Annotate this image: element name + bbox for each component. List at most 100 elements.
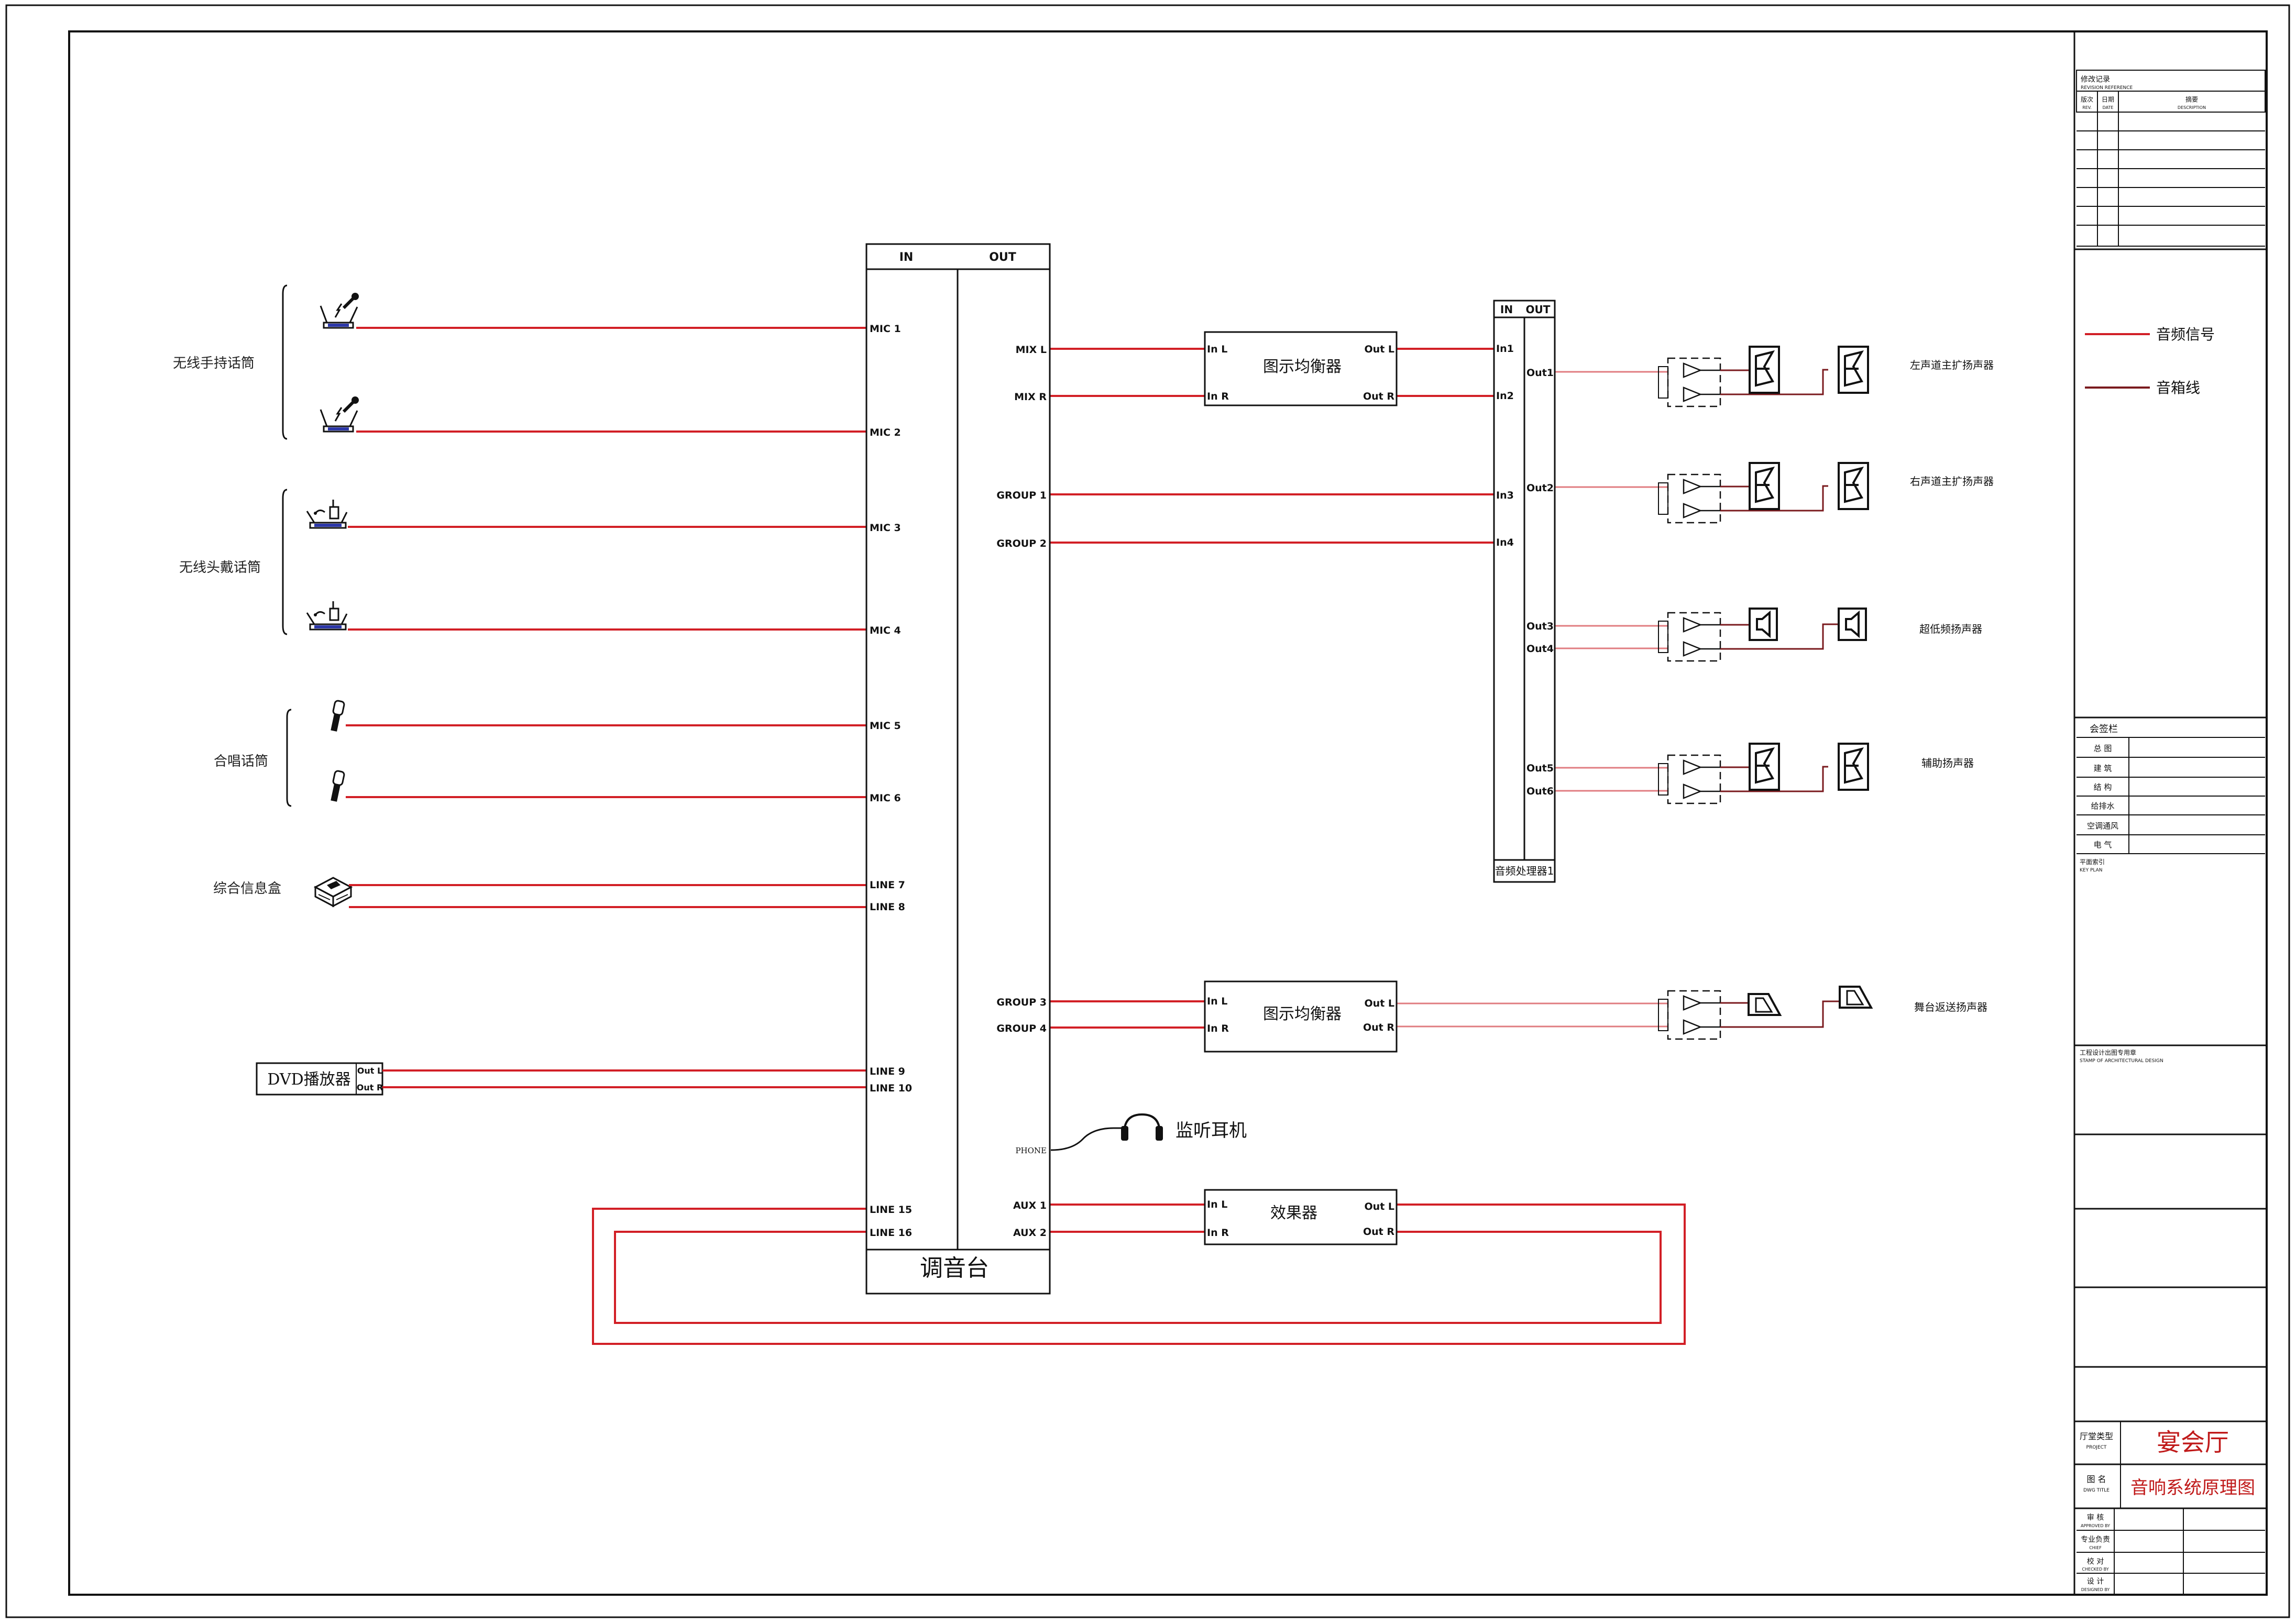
eq-1-out-l: Out L	[1365, 344, 1394, 355]
eq-2-title: 图示均衡器	[1263, 1005, 1342, 1023]
legend-signal-label: 音频信号	[2156, 326, 2215, 343]
label-wireless-headset: 无线头戴话筒	[179, 560, 261, 576]
eq-1-in-r: In R	[1207, 391, 1229, 402]
processor-output-label: Out6	[1526, 786, 1554, 797]
fx-in-r: In R	[1207, 1227, 1229, 1239]
headset-mic-icon	[306, 600, 348, 631]
bracket-wireless-handheld	[282, 284, 288, 440]
date-column-en: DATE	[2103, 105, 2114, 110]
key-plan-label-en: KEY PLAN	[2080, 868, 2102, 873]
monitor-wedge-icon	[1748, 993, 1781, 1016]
dvd-out-r: Out R	[357, 1083, 383, 1092]
mixer-output-label: MIX R	[1014, 391, 1047, 403]
rev-column-en: REV.	[2082, 105, 2092, 110]
approval-row-en: APPROVED BY	[2081, 1523, 2110, 1528]
mixer-input-label: MIC 1	[870, 323, 901, 335]
monitor-wedge-icon	[1839, 986, 1872, 1009]
dvd-player-box	[256, 1062, 383, 1096]
eq-2-box	[1204, 980, 1398, 1053]
audio-processor: IN OUT 音频处理器1 In1 In2 In3 In4 Out1 Out2 …	[1493, 300, 1556, 883]
legend: 音频信号 音箱线	[2085, 326, 2215, 396]
approval-row: 校 对	[2087, 1557, 2104, 1566]
title-block-text: 修改记录 REVISION REFERENCE 版次 REV. 日期 DATE …	[2080, 75, 2255, 1592]
speaker-icon	[1749, 743, 1780, 791]
processor-output-label: Out5	[1526, 763, 1554, 774]
fx-in-l: In L	[1207, 1199, 1227, 1210]
sign-off-title: 会签栏	[2090, 724, 2118, 735]
mixer-input-label: LINE 7	[870, 879, 905, 891]
choir-mic-icon	[329, 769, 346, 803]
approval-row: 专业负责	[2081, 1536, 2110, 1544]
project-label: 厅堂类型	[2080, 1431, 2113, 1441]
mixer-output-label: AUX 1	[1013, 1200, 1047, 1211]
speaker-label-subwoofer: 超低频扬声器	[1919, 623, 1982, 635]
revision-title-en: REVISION REFERENCE	[2081, 85, 2133, 91]
mixer-output-label: MIX L	[1016, 344, 1047, 356]
approval-row-en: CHECKED BY	[2082, 1567, 2108, 1572]
mixer-output-label: AUX 2	[1013, 1227, 1047, 1239]
subwoofer-icon	[1838, 608, 1867, 641]
processor-title: 音频处理器1	[1495, 865, 1554, 877]
amplifier-icon	[1657, 612, 1721, 662]
eq-2-in-l: In L	[1207, 996, 1227, 1007]
label-infobox: 综合信息盒	[213, 881, 281, 897]
approval-row: 设 计	[2087, 1577, 2104, 1586]
processor-input-label: In2	[1496, 390, 1514, 402]
stamp-label: 工程设计出图专用章	[2080, 1048, 2136, 1056]
processor-output-label: Out4	[1526, 643, 1554, 655]
eq-1-box	[1204, 331, 1398, 406]
sign-off-row: 总 图	[2094, 744, 2112, 753]
project-name: 宴会厅	[2157, 1428, 2229, 1456]
handheld-mic-icon	[321, 396, 359, 432]
amplifier-icon	[1657, 754, 1721, 804]
sign-off-row: 建 筑	[2094, 764, 2112, 773]
mixer-input-label: LINE 16	[870, 1227, 912, 1239]
subwoofer-icon	[1749, 608, 1778, 641]
amplifier-icon	[1657, 473, 1721, 524]
sign-off-row: 电 气	[2094, 840, 2112, 849]
processor-in-header: IN	[1500, 303, 1513, 316]
fx-out-r: Out R	[1363, 1226, 1394, 1238]
speaker-label-right-main: 右声道主扩扬声器	[1910, 475, 1994, 488]
description-column: 摘要	[2185, 95, 2198, 103]
speaker-icon	[1749, 462, 1780, 510]
eq-1: 图示均衡器 In L In R Out L Out R	[1204, 331, 1398, 406]
eq-2-out-r: Out R	[1363, 1022, 1394, 1033]
approval-row-en: CHIEF	[2089, 1545, 2102, 1550]
effects-unit: 效果器 In L In R Out L Out R	[1204, 1189, 1398, 1245]
bracket-wireless-headset	[282, 489, 288, 635]
mixer-input-label: LINE 9	[870, 1066, 905, 1077]
mixer-input-label: MIC 5	[870, 720, 901, 732]
handheld-mic-icon	[321, 293, 359, 328]
mixer-in-header: IN	[899, 251, 914, 264]
processor-output-label: Out1	[1526, 367, 1554, 379]
drawing-title: 音响系统原理图	[2130, 1477, 2255, 1498]
label-choir: 合唱话筒	[214, 754, 268, 769]
speaker-icon	[1838, 743, 1869, 791]
fx-out-l: Out L	[1365, 1201, 1394, 1212]
processor-input-label: In3	[1496, 490, 1514, 501]
processor-output-label: Out3	[1526, 621, 1554, 632]
eq-2-out-l: Out L	[1365, 998, 1394, 1009]
mixer-input-label: MIC 4	[870, 625, 901, 636]
dvd-out-l: Out L	[357, 1066, 382, 1076]
infobox-icon	[314, 877, 352, 907]
speaker-label-auxiliary: 辅助扬声器	[1921, 757, 1974, 769]
approval-row-en: DESIGNED BY	[2081, 1587, 2110, 1592]
processor-out-header: OUT	[1526, 303, 1551, 316]
drawing-frame	[68, 30, 2268, 1596]
speaker-icon	[1749, 346, 1780, 394]
eq-1-title: 图示均衡器	[1263, 358, 1342, 376]
sign-off-row: 结 构	[2094, 782, 2112, 792]
speaker-label-stage-monitor: 舞台返送扬声器	[1914, 1001, 1987, 1013]
sign-off-row: 空调通风	[2087, 821, 2118, 831]
processor-input-label: In4	[1496, 537, 1514, 548]
label-wireless-handheld: 无线手持话筒	[173, 356, 255, 371]
amplifier-icon	[1657, 990, 1721, 1040]
mixer-title: 调音台	[920, 1255, 989, 1282]
mixer-output-label: GROUP 3	[996, 997, 1047, 1008]
headset-mic-icon	[306, 499, 348, 529]
outer-border	[5, 4, 2290, 1618]
choir-mic-icon	[329, 699, 346, 733]
